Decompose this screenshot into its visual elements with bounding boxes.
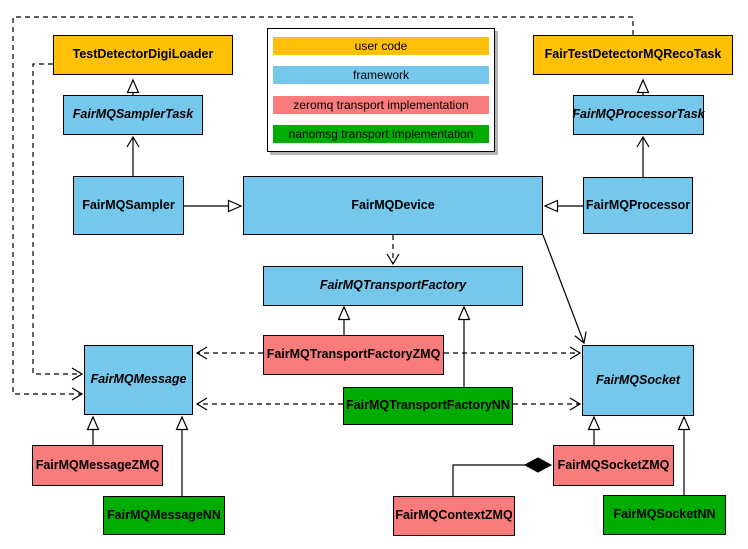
legend-item-user-code: user code [273,37,489,55]
node-fairmq-processor: FairMQProcessor [583,177,693,234]
node-fairmq-processor-task: FairMQProcessorTask [572,95,705,135]
node-fairmq-sampler: FairMQSampler [73,176,184,235]
node-fairmq-transport-factory-zmq: FairMQTransportFactoryZMQ [263,335,444,375]
node-fairmq-message-nn: FairMQMessageNN [103,496,225,535]
legend-item-nanomsg: nanomsg transport implementation [273,124,489,143]
node-fairmq-device: FairMQDevice [243,176,543,235]
node-fair-test-detector-mq-reco-task: FairTestDetectorMQRecoTask [533,35,733,75]
node-test-detector-digi-loader: TestDetectorDigiLoader [53,35,233,75]
node-fairmq-context-zmq: FairMQContextZMQ [393,496,515,536]
node-fairmq-transport-factory-nn: FairMQTransportFactoryNN [343,387,513,425]
node-fairmq-message-zmq: FairMQMessageZMQ [32,445,163,486]
node-fairmq-socket-nn: FairMQSocketNN [603,495,726,535]
edge-digiloader-uses-message [32,63,84,381]
legend: user code framework zeromq transport imp… [267,28,495,152]
node-fairmq-socket-zmq: FairMQSocketZMQ [553,445,674,486]
legend-item-framework: framework [273,66,489,85]
legend-item-zeromq: zeromq transport implementation [273,95,489,114]
node-fairmq-message: FairMQMessage [84,345,193,415]
edge-device-to-socket [542,234,587,345]
node-fairmq-socket: FairMQSocket [582,345,694,416]
node-fairmq-sampler-task: FairMQSamplerTask [63,95,203,135]
edge-contextzmq-socketzmq-composition [452,457,553,496]
node-fairmq-transport-factory: FairMQTransportFactory [263,266,523,306]
edge-recotask-uses-message [12,16,634,401]
